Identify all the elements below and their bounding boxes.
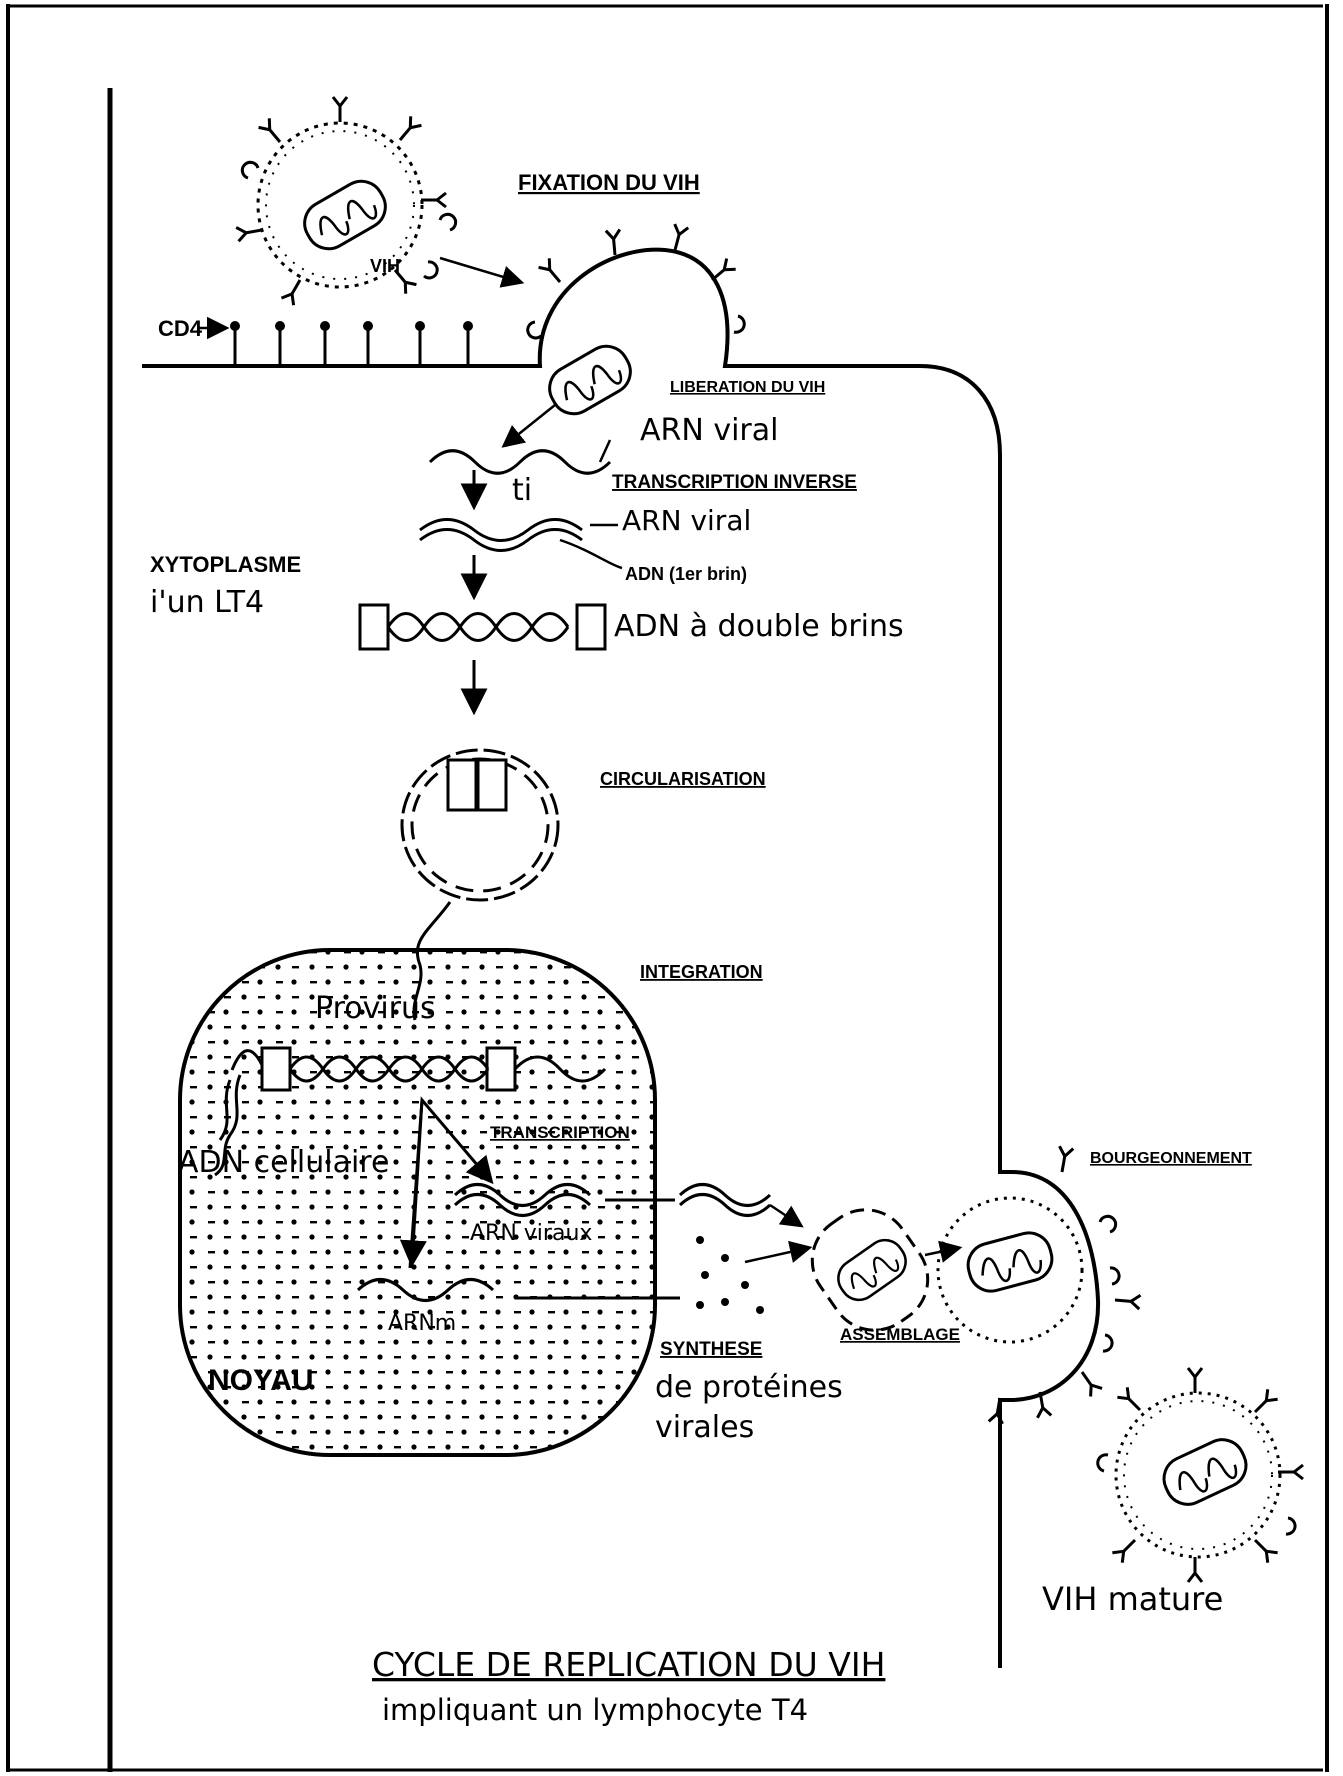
label-ti: ti <box>512 473 532 508</box>
label-liberation: LIBERATION DU VIH <box>670 379 825 396</box>
arn-viral-pointer <box>600 440 610 462</box>
label-provirus: Provirus <box>315 991 436 1026</box>
cd4-receptors <box>230 321 473 366</box>
label-noyau: NOYAU <box>208 1364 314 1397</box>
label-de-proteines: de protéines <box>655 1370 843 1405</box>
rna-dna-hybrid <box>420 520 622 569</box>
label-vih-mature: VIH mature <box>1042 1580 1223 1618</box>
label-adn-cellulaire: ADN cellulaire <box>178 1145 389 1180</box>
label-circularisation: CIRCULARISATION <box>600 769 766 789</box>
released-capsid <box>542 338 639 422</box>
label-assemblage: ASSEMBLAGE <box>840 1325 960 1344</box>
ds-dna <box>360 605 605 649</box>
membrane-spikes <box>528 224 745 338</box>
page-frame <box>6 4 1327 1772</box>
label-arn-viral-1: ARN viral <box>640 413 779 448</box>
label-integration: INTEGRATION <box>640 962 763 982</box>
circular-dna <box>402 750 558 900</box>
label-adn-1er-brin: ADN (1er brin) <box>625 564 747 584</box>
label-arn-viraux: ARN viraux <box>470 1221 592 1246</box>
exported-rna <box>680 1185 800 1226</box>
label-adn-double-brins: ADN à double brins <box>614 609 904 644</box>
diagram-title: CYCLE DE REPLICATION DU VIH <box>372 1645 885 1684</box>
free-virus <box>236 97 455 305</box>
label-arnm: ARNm <box>388 1311 456 1336</box>
label-cd4: CD4 <box>158 316 203 341</box>
label-vih: VIH <box>370 256 400 276</box>
label-cytoplasme-2: i'un LT4 <box>150 585 264 620</box>
mature-virus <box>1098 1368 1303 1582</box>
budding-virion <box>938 1146 1141 1424</box>
viral-rna-strand <box>430 451 610 474</box>
label-cytoplasme-1: XYTOPLASME <box>150 552 301 577</box>
label-virales: virales <box>655 1410 754 1445</box>
diagram-subtitle: impliquant un lymphocyte T4 <box>382 1693 808 1727</box>
label-fixation: FIXATION DU VIH <box>518 170 700 195</box>
label-transcription-inverse: TRANSCRIPTION INVERSE <box>612 472 857 493</box>
viral-proteins <box>696 1236 808 1314</box>
label-transcription: TRANSCRIPTION <box>490 1123 630 1142</box>
liberation-arrow <box>505 405 555 445</box>
label-arn-viral-2: ARN viral <box>622 504 751 537</box>
label-synthese: SYNTHESE <box>660 1339 762 1360</box>
fixation-arrow <box>440 258 520 282</box>
label-bourgeonnement: BOURGEONNEMENT <box>1090 1150 1252 1167</box>
